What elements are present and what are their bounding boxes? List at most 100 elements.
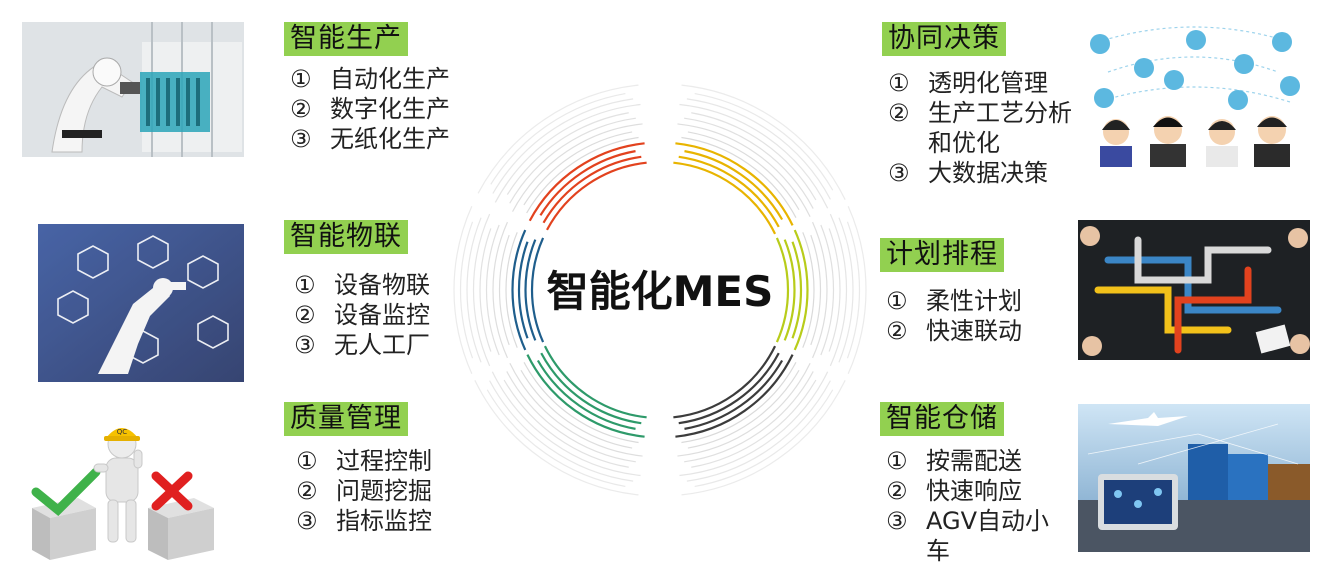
arc-yellow — [673, 84, 846, 235]
arc-line — [675, 142, 794, 226]
logistics-image — [1078, 404, 1310, 552]
arc-line — [492, 221, 508, 359]
arc-line — [509, 117, 636, 204]
iot-hexagon-image — [38, 224, 244, 382]
center-title: 智能化MES — [546, 267, 774, 316]
arc-line — [528, 142, 645, 222]
arc-line — [684, 371, 814, 463]
arc-line — [678, 352, 780, 425]
arc-line — [775, 237, 790, 343]
arc-line — [684, 150, 784, 221]
arc-line — [675, 354, 794, 438]
arc-line — [511, 229, 527, 351]
arc-line — [686, 380, 831, 482]
arc-line — [536, 359, 636, 430]
arc-line — [523, 131, 633, 206]
arc-line — [673, 345, 777, 419]
qc-figure-image: QC — [24, 410, 224, 562]
arc-line — [694, 389, 834, 488]
mes-ring-diagram — [453, 84, 867, 496]
arc-line — [783, 239, 796, 341]
arc-line — [691, 379, 817, 468]
arc-line — [523, 362, 639, 444]
arc-line — [694, 92, 834, 191]
arc-line — [489, 380, 634, 482]
arc-line — [477, 84, 639, 194]
arc-line — [505, 232, 518, 348]
arc-line — [512, 123, 643, 212]
arc-line — [530, 237, 545, 343]
arc-line — [810, 234, 822, 346]
arc-line — [691, 112, 817, 201]
arc-line — [453, 205, 473, 375]
arc-line — [791, 241, 803, 339]
arc-line — [520, 369, 633, 449]
arc-line — [687, 369, 800, 449]
arc-line — [479, 228, 492, 352]
arc-line — [828, 228, 841, 352]
arc-line — [686, 98, 831, 200]
arc-line — [509, 362, 643, 457]
arc-line — [490, 92, 626, 185]
robot-arm-image — [22, 22, 244, 157]
arc-line — [793, 229, 809, 351]
arc-line — [543, 345, 647, 419]
arc-line — [517, 241, 529, 339]
arc-line — [546, 161, 647, 231]
arc-line — [524, 239, 537, 341]
arc-line — [829, 213, 848, 367]
arc-line — [526, 136, 639, 214]
qc-helmet-label: QC — [117, 428, 128, 436]
arc-line — [540, 352, 642, 425]
arc-dark — [673, 345, 846, 496]
arc-line — [474, 380, 639, 496]
arc-red — [477, 84, 647, 231]
arc-line — [684, 359, 784, 430]
arc-line — [681, 136, 797, 218]
module-title: 质量管理 — [284, 402, 408, 436]
arc-line — [679, 103, 829, 209]
arc-lime — [775, 205, 867, 375]
arc-line — [503, 379, 629, 468]
arc-line — [687, 131, 800, 211]
module-title: 智能生产 — [284, 22, 408, 56]
arc-blue — [453, 205, 545, 375]
module-title: 智能物联 — [284, 220, 408, 254]
arc-line — [485, 224, 500, 356]
arc-line — [802, 232, 815, 348]
module-title: 智能仓储 — [880, 402, 1004, 436]
arc-line — [681, 84, 846, 200]
arc-line — [494, 103, 641, 203]
arc-line — [506, 112, 629, 195]
arc-line — [681, 362, 797, 444]
arc-line — [542, 155, 642, 224]
arc-line — [506, 371, 636, 463]
arc-line — [498, 234, 510, 346]
arc-line — [677, 362, 811, 457]
arc-line — [491, 371, 641, 477]
arc-line — [526, 354, 645, 438]
arc-line — [679, 371, 829, 477]
team-network-image — [1078, 22, 1310, 167]
arc-line — [539, 150, 636, 216]
arc-line — [838, 217, 854, 363]
arc-line — [486, 389, 626, 488]
